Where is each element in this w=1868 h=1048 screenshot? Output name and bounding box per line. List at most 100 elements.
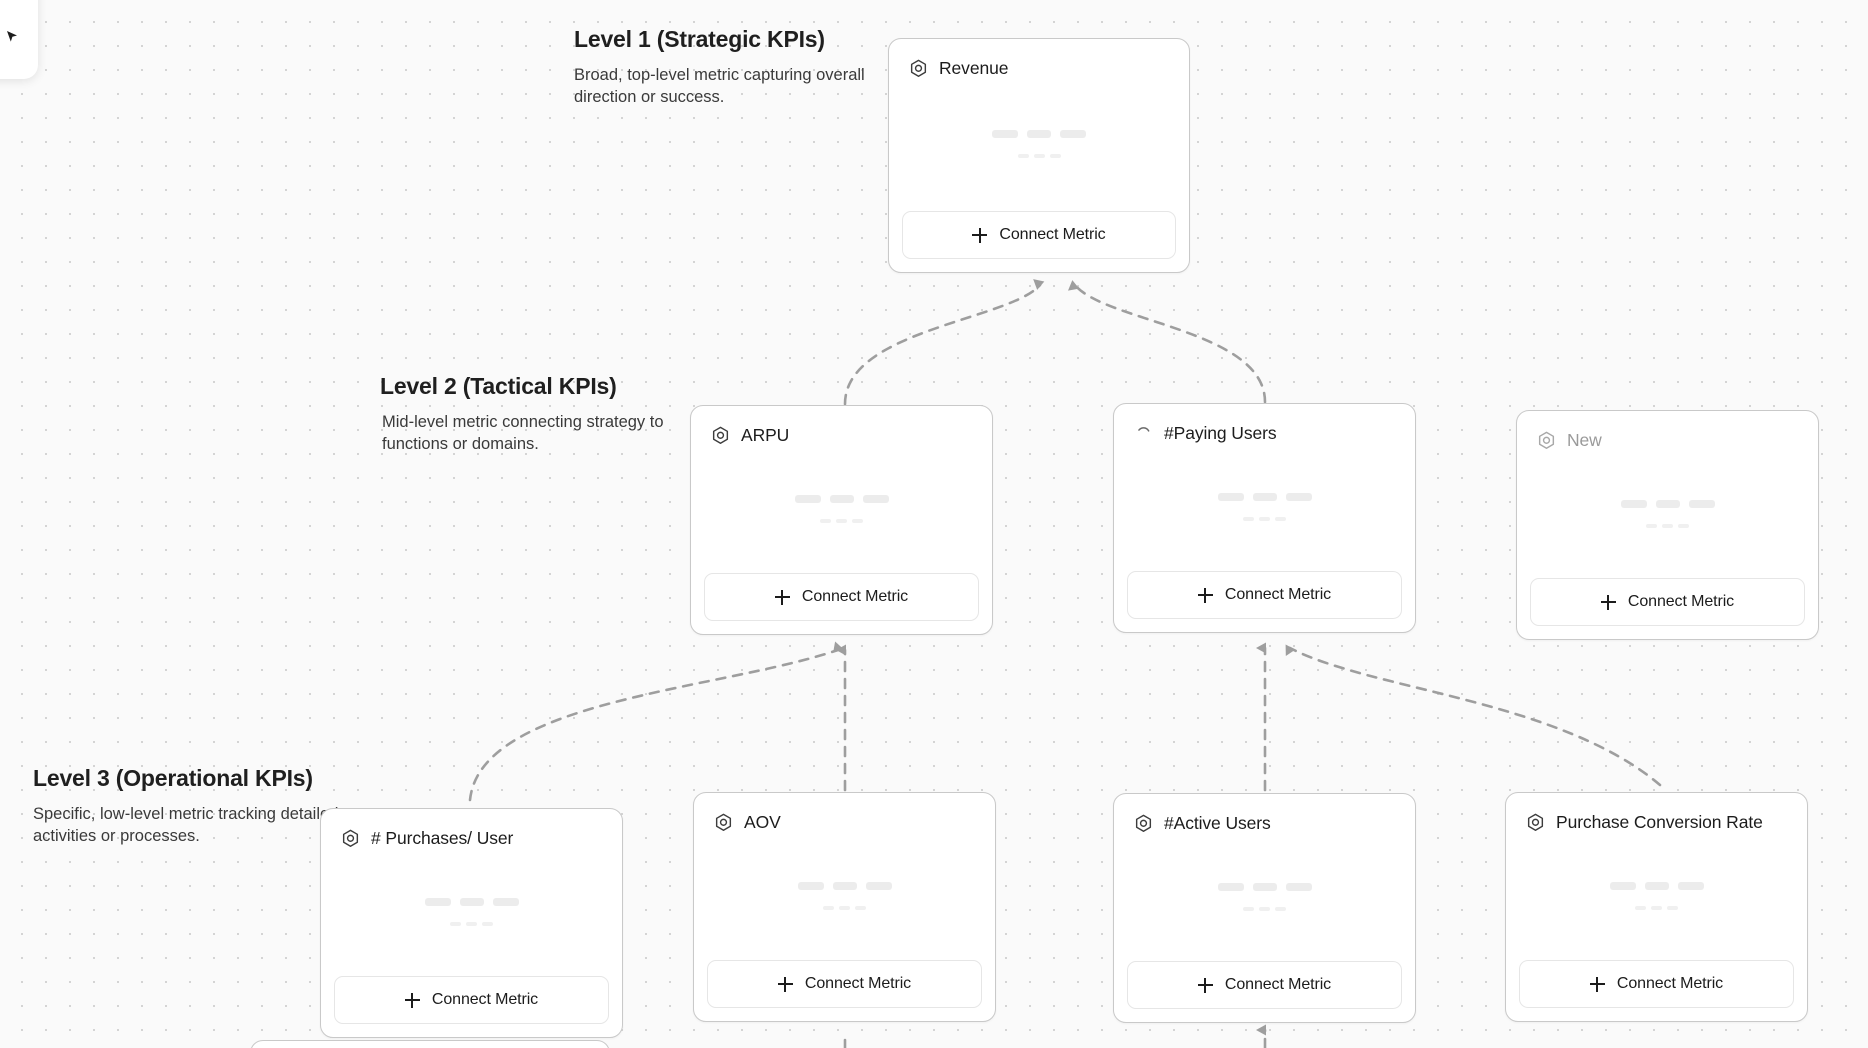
skeleton-bar [1252,882,1277,891]
skeleton-bar [1217,882,1244,891]
connect-metric-label: Connect Metric [431,991,539,1008]
skeleton-bar [1275,516,1286,521]
skeleton-bar [992,130,1018,138]
hexagon-metric-icon [1135,814,1152,833]
metric-card-arpu[interactable]: ARPU Connect Metric [690,405,993,635]
skeleton-bar [1049,154,1061,158]
skeleton-bar [1027,130,1051,138]
skeleton-row-primary [1609,881,1704,890]
connect-metric-button[interactable]: Connect Metric [902,211,1176,259]
metric-card-new[interactable]: New Connect Metric [1516,410,1819,640]
skeleton-bar [1243,906,1254,911]
skeleton-bar [1285,492,1312,501]
level-3-description: Specific, low-level metric tracking deta… [33,804,339,846]
plus-icon [1197,977,1213,993]
skeleton-bar [1662,523,1673,528]
skeleton-bar [1635,905,1646,910]
level-2-description: Mid-level metric connecting strategy to … [382,412,664,454]
connect-metric-button[interactable]: Connect Metric [1127,961,1402,1009]
card-header: Revenue [889,39,1189,79]
floating-toolbar-panel[interactable] [0,0,38,79]
skeleton-bar [832,881,857,890]
connect-metric-label: Connect Metric [804,975,912,992]
skeleton-row-primary [1217,492,1312,501]
connect-metric-label: Connect Metric [999,226,1106,243]
level-3-title: Level 3 (Operational KPIs) [33,765,313,791]
skeleton-bar [1667,905,1678,910]
skeleton-bar [820,518,831,523]
skeleton-bar [865,881,892,890]
skeleton-row-primary [797,881,892,890]
card-placeholder-body [691,446,992,573]
skeleton-bar [1259,516,1270,521]
skeleton-bar [1688,499,1715,508]
skeleton-bar [1259,906,1270,911]
skeleton-bar [1646,523,1657,528]
plus-icon [404,992,420,1008]
metric-card-active-users[interactable]: #Active Users Connect Metric [1113,793,1416,1023]
connect-metric-button[interactable]: Connect Metric [707,960,982,1008]
card-title: AOV [744,812,781,832]
card-header: #Paying Users [1114,404,1415,444]
card-placeholder-body [1506,833,1807,960]
skeleton-bar [450,921,461,926]
skeleton-row-secondary [820,518,863,523]
plus-icon [777,976,793,992]
skeleton-bar [1285,882,1312,891]
card-placeholder-body [1114,444,1415,571]
hexagon-metric-icon [910,59,927,78]
connect-metric-label: Connect Metric [1616,975,1724,992]
connect-metric-button[interactable]: Connect Metric [1127,571,1402,619]
card-title: New [1567,430,1602,450]
skeleton-row-primary [992,130,1086,138]
connect-metric-label: Connect Metric [1627,593,1735,610]
level-1-description: Broad, top-level metric capturing overal… [574,65,865,107]
hexagon-metric-icon [1527,813,1544,832]
card-title: Revenue [939,58,1009,78]
cursor-icon [7,31,17,42]
connect-metric-button[interactable]: Connect Metric [334,976,609,1024]
spinner-loading-icon [1138,427,1150,432]
skeleton-bar [1609,881,1636,890]
skeleton-bar [1644,881,1669,890]
skeleton-row-primary [424,897,519,906]
hexagon-metric-icon [342,829,359,848]
connect-metric-button[interactable]: Connect Metric [704,573,979,621]
skeleton-bar [836,518,847,523]
skeleton-bar [1275,906,1286,911]
metric-card-purchase-conversion-rate[interactable]: Purchase Conversion Rate Connect Metric [1505,792,1808,1022]
skeleton-bar [424,897,451,906]
metric-card-aov[interactable]: AOV Connect Metric [693,792,996,1022]
skeleton-bar [466,921,477,926]
skeleton-row-secondary [1243,906,1286,911]
skeleton-bar [1620,499,1647,508]
card-placeholder-body [321,849,622,976]
connect-metric-button[interactable]: Connect Metric [1519,960,1794,1008]
skeleton-bar [823,905,834,910]
skeleton-row-secondary [1635,905,1678,910]
metric-card-revenue[interactable]: Revenue Connect Metric [888,38,1190,273]
card-title: #Paying Users [1164,423,1277,443]
connect-metric-label: Connect Metric [1224,976,1332,993]
skeleton-bar [1655,499,1680,508]
card-header: AOV [694,793,995,833]
hexagon-metric-icon [715,813,732,832]
metric-card-offscreen-partial[interactable] [250,1040,610,1048]
skeleton-bar [1017,154,1029,158]
card-title: Purchase Conversion Rate [1556,812,1763,832]
skeleton-bar [855,905,866,910]
skeleton-bar [794,494,821,503]
skeleton-bar [1651,905,1662,910]
card-header: New [1517,411,1818,451]
metric-card-purchases-per-user[interactable]: # Purchases/ User Connect Metric [320,808,623,1038]
hexagon-metric-icon [1538,431,1555,450]
connect-metric-button[interactable]: Connect Metric [1530,578,1805,626]
skeleton-row-secondary [1017,154,1061,158]
plus-icon [1197,587,1213,603]
skeleton-bar [839,905,850,910]
metric-card-paying-users[interactable]: #Paying Users Connect Metric [1113,403,1416,633]
level-2-label-group: Level 2 (Tactical KPIs) Mid-level metric… [380,373,710,456]
skeleton-row-secondary [450,921,493,926]
connect-metric-label: Connect Metric [1224,586,1332,603]
